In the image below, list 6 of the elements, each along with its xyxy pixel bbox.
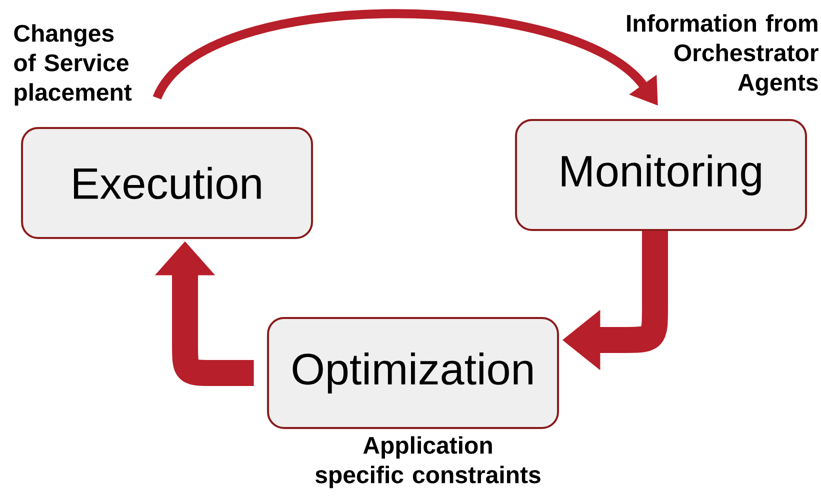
process-box: Execution bbox=[21, 127, 313, 239]
annotation: Changes of Service placement bbox=[14, 24, 132, 106]
process-box: Monitoring bbox=[515, 119, 807, 231]
annotation: Information from Orchestrator Agents bbox=[627, 14, 818, 96]
annotation: Application specific constraints bbox=[315, 436, 540, 488]
process-box: Optimization bbox=[267, 317, 559, 429]
